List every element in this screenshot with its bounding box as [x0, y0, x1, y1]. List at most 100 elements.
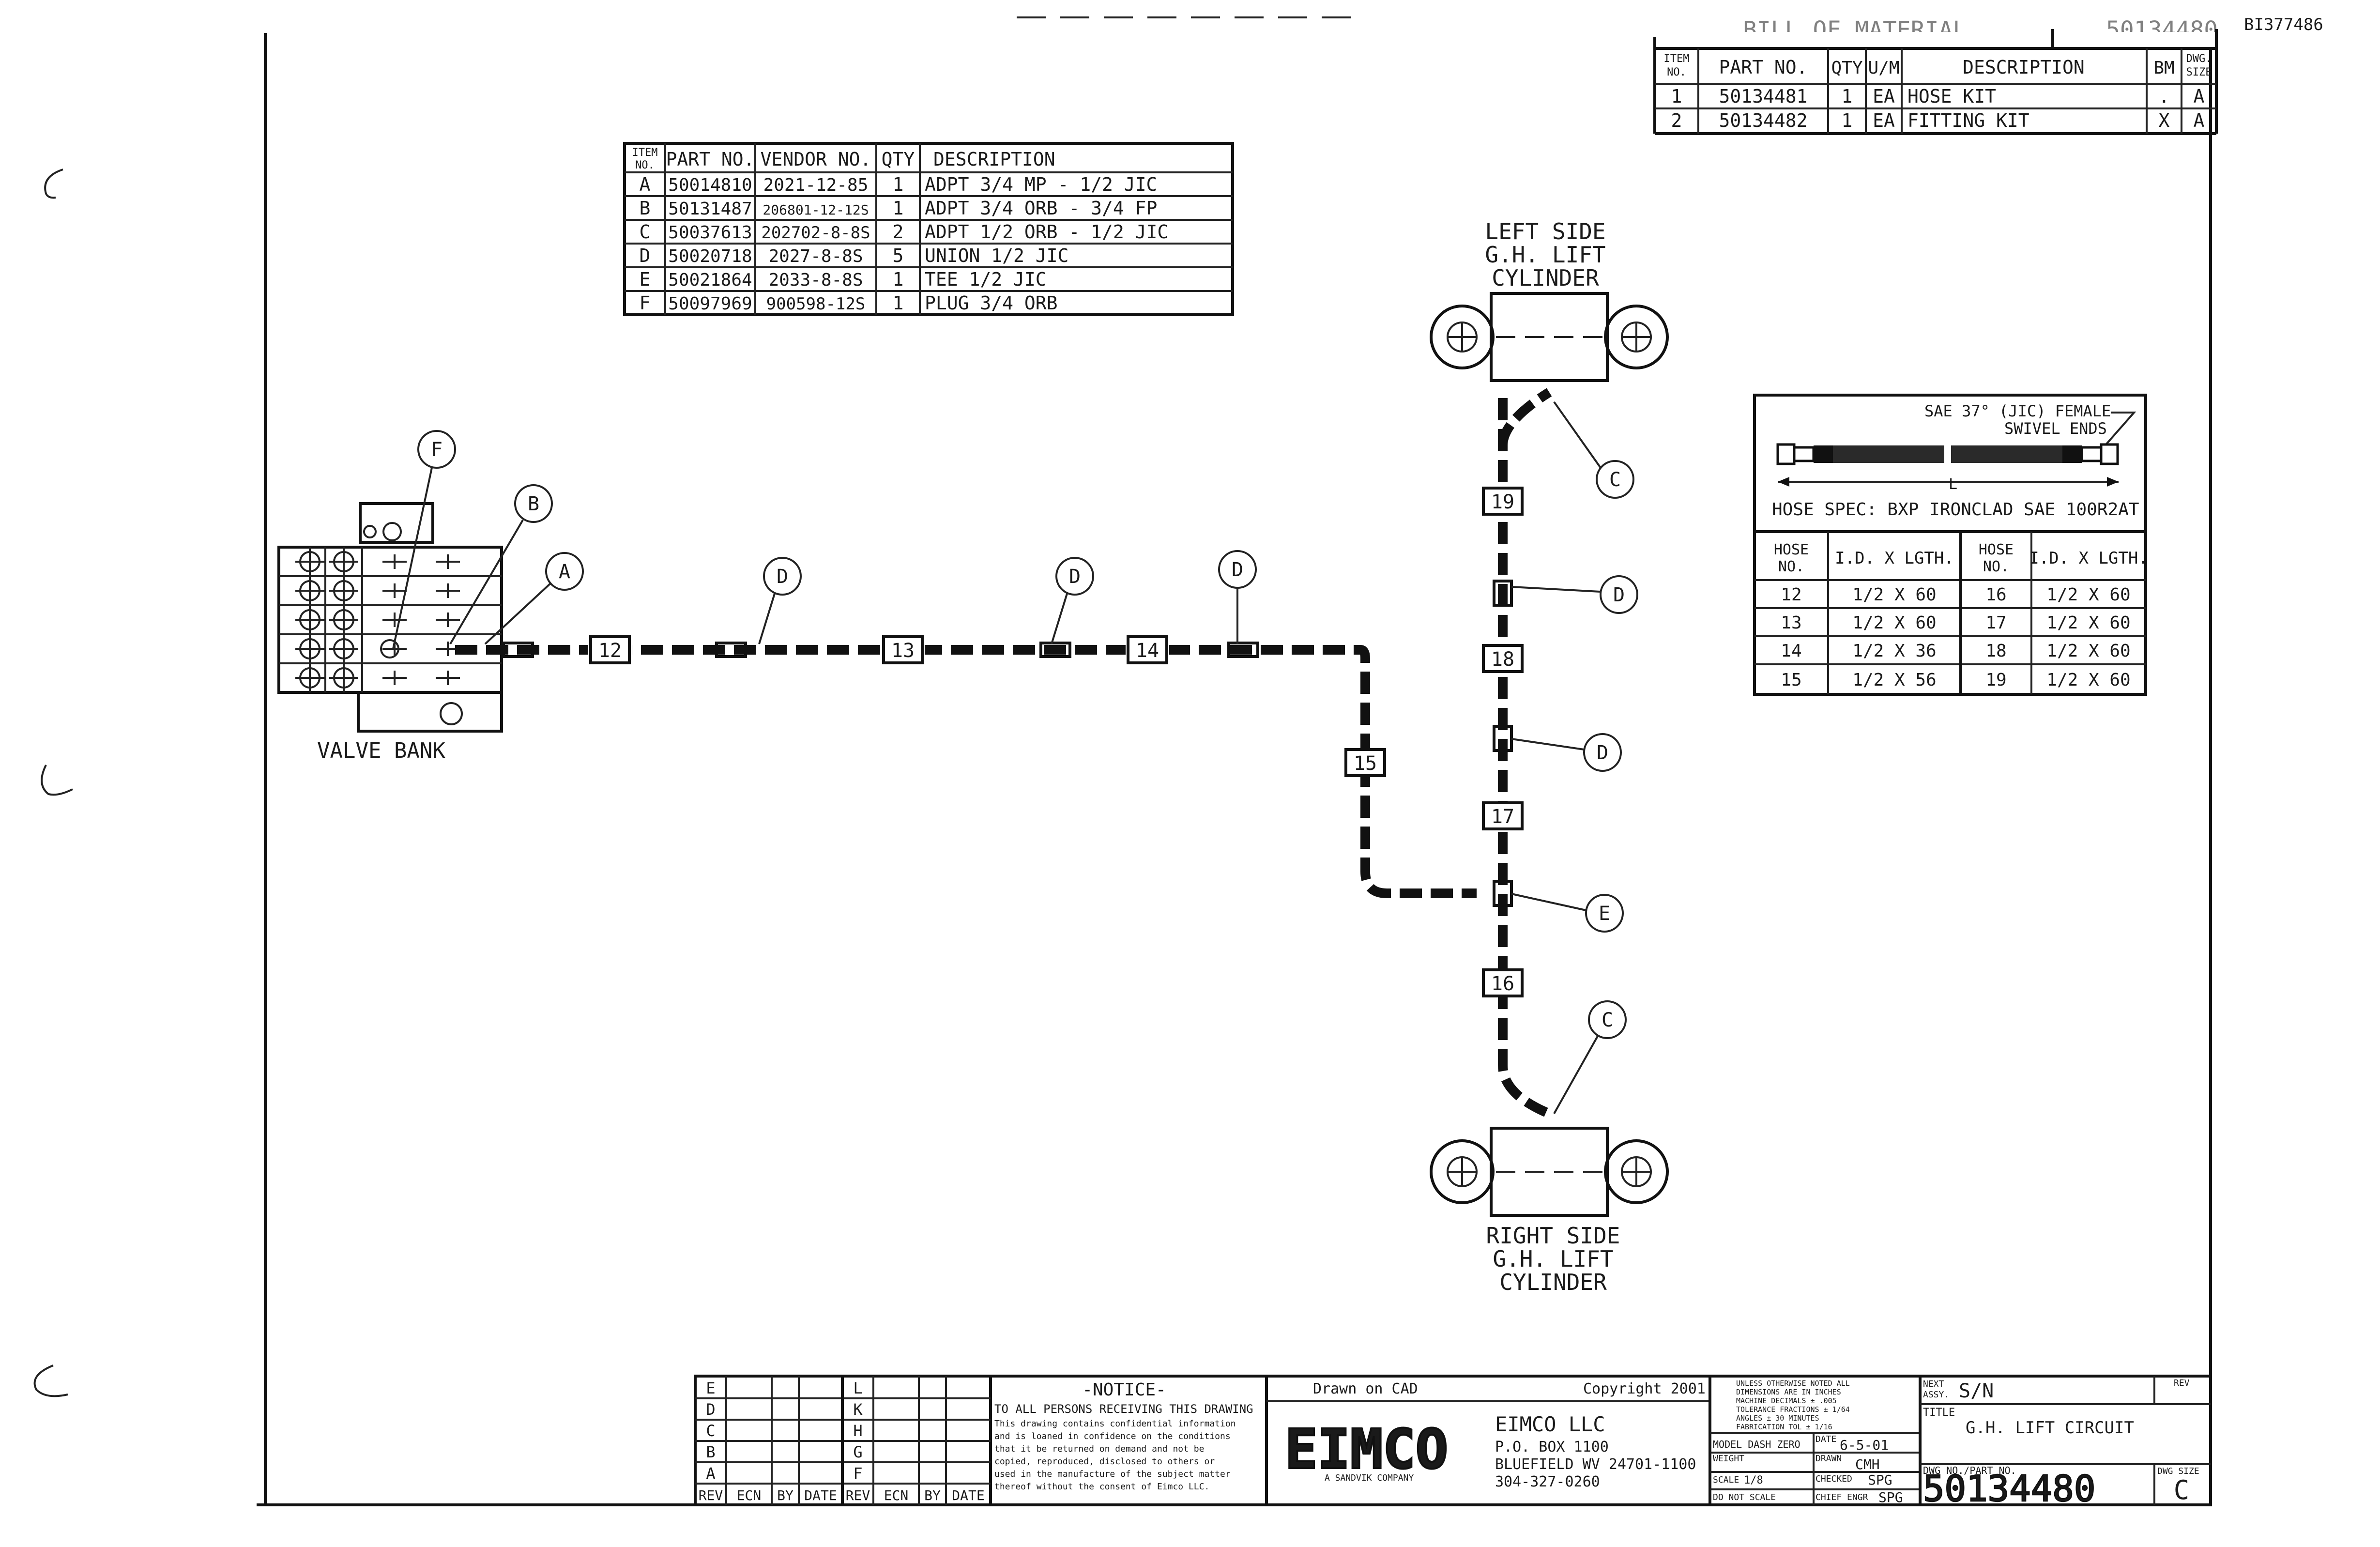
hose-ends-label: SAE 37° (JIC) FEMALE — [1924, 402, 2111, 420]
bom-header-qty: QTY — [1831, 58, 1862, 78]
bom-header-um: U/M — [1868, 58, 1899, 78]
callout-d: D — [1218, 550, 1257, 644]
svg-text:14: 14 — [1781, 641, 1801, 661]
svg-text:G.H. LIFT: G.H. LIFT — [1493, 1246, 1613, 1272]
parts-header-item: ITEM — [632, 147, 658, 159]
svg-text:.: . — [2159, 86, 2170, 107]
svg-text:NO.: NO. — [1778, 558, 1804, 575]
bom-header-desc: DESCRIPTION — [1963, 57, 2085, 78]
svg-text:304-327-0260: 304-327-0260 — [1495, 1473, 1600, 1490]
svg-text:16: 16 — [1491, 973, 1514, 995]
svg-text:SCALE: SCALE — [1713, 1475, 1739, 1485]
document-id: BI377486 — [2244, 15, 2323, 34]
svg-text:PLUG 3/4 ORB: PLUG 3/4 ORB — [925, 292, 1058, 314]
svg-text:Copyright 2001: Copyright 2001 — [1583, 1380, 1706, 1397]
svg-text:B: B — [528, 493, 539, 515]
svg-text:1/2 X 60: 1/2 X 60 — [2046, 670, 2130, 690]
svg-text:DWG NO./PART NO.: DWG NO./PART NO. — [1923, 1465, 2016, 1476]
svg-text:A: A — [706, 1464, 715, 1483]
svg-text:13: 13 — [1781, 613, 1801, 633]
bom-header-part: PART NO. — [1719, 57, 1807, 78]
svg-text:TO ALL PERSONS RECEIVING THIS: TO ALL PERSONS RECEIVING THIS DRAWING — [994, 1402, 1253, 1416]
bom-header-dwg: DWG. — [2186, 53, 2212, 65]
parts-header-desc: DESCRIPTION — [933, 149, 1055, 170]
svg-text:1/2 X 60: 1/2 X 60 — [2046, 641, 2130, 661]
hose-tag-13: 13 — [882, 635, 924, 664]
bom-header-item-no: NO. — [1667, 66, 1686, 78]
left-cylinder-label: LEFT SIDE — [1485, 218, 1605, 245]
svg-text:5: 5 — [893, 245, 904, 266]
svg-text:1: 1 — [1842, 110, 1853, 131]
bom-row: 2 50134482 1 EA FITTING KIT X A — [1671, 110, 2205, 131]
valve-bank: VALVE BANK — [277, 502, 503, 763]
parts-header-qty: QTY — [882, 149, 915, 170]
hose-illustration — [1776, 443, 2119, 487]
svg-text:18: 18 — [1491, 648, 1514, 671]
svg-text:thereof without the consent of: thereof without the consent of Eimco LLC… — [994, 1482, 1209, 1492]
svg-text:50020718: 50020718 — [668, 246, 752, 266]
svg-text:C: C — [1609, 469, 1621, 491]
svg-text:UNLESS OTHERWISE NOTED ALL: UNLESS OTHERWISE NOTED ALL — [1736, 1379, 1850, 1388]
svg-text:1/2 X 60: 1/2 X 60 — [2046, 613, 2130, 633]
svg-text:ANGLES ± 30 MINUTES: ANGLES ± 30 MINUTES — [1736, 1414, 1819, 1423]
svg-text:REV: REV — [699, 1487, 723, 1503]
drawing-number: 50134480 — [1923, 1468, 2095, 1510]
svg-text:50014810: 50014810 — [668, 175, 752, 195]
svg-text:D: D — [1613, 584, 1625, 606]
svg-text:CHECKED: CHECKED — [1816, 1474, 1852, 1484]
parts-header-vendor: VENDOR NO. — [761, 149, 871, 170]
svg-text:900598-12S: 900598-12S — [766, 294, 866, 314]
parts-header-item-no: NO. — [635, 159, 655, 171]
company-block: Drawn on CAD Copyright 2001 EIMCO A SAND… — [1284, 1380, 1706, 1490]
svg-text:TEE 1/2 JIC: TEE 1/2 JIC — [925, 269, 1047, 290]
svg-text:REV: REV — [846, 1487, 870, 1503]
svg-text:ADPT 3/4 MP - 1/2 JIC: ADPT 3/4 MP - 1/2 JIC — [925, 174, 1157, 195]
svg-text:G.H. LIFT: G.H. LIFT — [1485, 242, 1605, 268]
svg-text:1: 1 — [893, 198, 904, 219]
parts-row: C 50037613 202702-8-8S 2 ADPT 1/2 ORB - … — [640, 221, 1169, 243]
parts-row: E 50021864 2033-8-8S 1 TEE 1/2 JIC — [640, 269, 1047, 290]
svg-text:BLUEFIELD WV 24701-1100: BLUEFIELD WV 24701-1100 — [1495, 1456, 1696, 1473]
bom-header-bm: BM — [2153, 58, 2174, 78]
svg-text:DATE: DATE — [1816, 1434, 1836, 1444]
svg-text:DIMENSIONS ARE IN INCHES: DIMENSIONS ARE IN INCHES — [1736, 1388, 1841, 1396]
svg-text:I.D. X LGTH.: I.D. X LGTH. — [2029, 549, 2148, 568]
svg-text:L: L — [853, 1379, 862, 1397]
svg-text:CYLINDER: CYLINDER — [1492, 265, 1599, 291]
svg-text:DRAWN: DRAWN — [1816, 1454, 1842, 1464]
callout-e: E — [1511, 893, 1624, 933]
svg-text:copied, reproduced, disclosed: copied, reproduced, disclosed to others … — [994, 1456, 1215, 1467]
bill-of-material: BILL OF MATERIAL 50134480 ITEM NO. PART … — [1653, 16, 2218, 135]
tolerance-block: UNLESS OTHERWISE NOTED ALL DIMENSIONS AR… — [1710, 1379, 1920, 1505]
svg-text:TITLE: TITLE — [1923, 1407, 1955, 1419]
svg-text:D: D — [1232, 559, 1243, 581]
svg-text:DATE: DATE — [804, 1487, 837, 1503]
svg-text:206801-12-12S: 206801-12-12S — [763, 202, 869, 218]
right-cylinder-label: RIGHT SIDE — [1486, 1223, 1620, 1249]
svg-text:DO NOT SCALE: DO NOT SCALE — [1713, 1492, 1776, 1502]
svg-text:1: 1 — [1671, 86, 1682, 107]
svg-text:1/2 X 56: 1/2 X 56 — [1852, 670, 1936, 690]
revision-grid: E D C B A L K H G F REV ECN BY DATE REV … — [695, 1376, 992, 1505]
svg-text:X: X — [2159, 110, 2170, 131]
svg-text:F: F — [853, 1464, 862, 1483]
svg-text:12: 12 — [598, 640, 622, 662]
svg-text:1/2 X 60: 1/2 X 60 — [1852, 585, 1936, 605]
svg-text:2033-8-8S: 2033-8-8S — [768, 270, 863, 290]
svg-text:B: B — [706, 1443, 715, 1461]
svg-text:NO.: NO. — [1983, 558, 2009, 575]
svg-text:A SANDVIK COMPANY: A SANDVIK COMPANY — [1325, 1473, 1414, 1483]
svg-text:ECN: ECN — [884, 1487, 909, 1503]
svg-text:1/2 X 36: 1/2 X 36 — [1852, 641, 1936, 661]
parts-row: B 50131487 206801-12-12S 1 ADPT 3/4 ORB … — [640, 198, 1158, 219]
hose-row: 14 1/2 X 36 18 1/2 X 60 — [1781, 641, 2130, 661]
hose-ends-label-2: SWIVEL ENDS — [2004, 419, 2107, 438]
svg-text:E: E — [706, 1379, 715, 1397]
bom-header-size: SIZE — [2186, 66, 2212, 78]
parts-header-part: PART NO. — [666, 149, 754, 170]
svg-text:NEXT: NEXT — [1923, 1379, 1944, 1389]
svg-text:2027-8-8S: 2027-8-8S — [768, 246, 863, 266]
svg-text:1: 1 — [893, 174, 904, 195]
svg-text:50021864: 50021864 — [668, 270, 752, 290]
